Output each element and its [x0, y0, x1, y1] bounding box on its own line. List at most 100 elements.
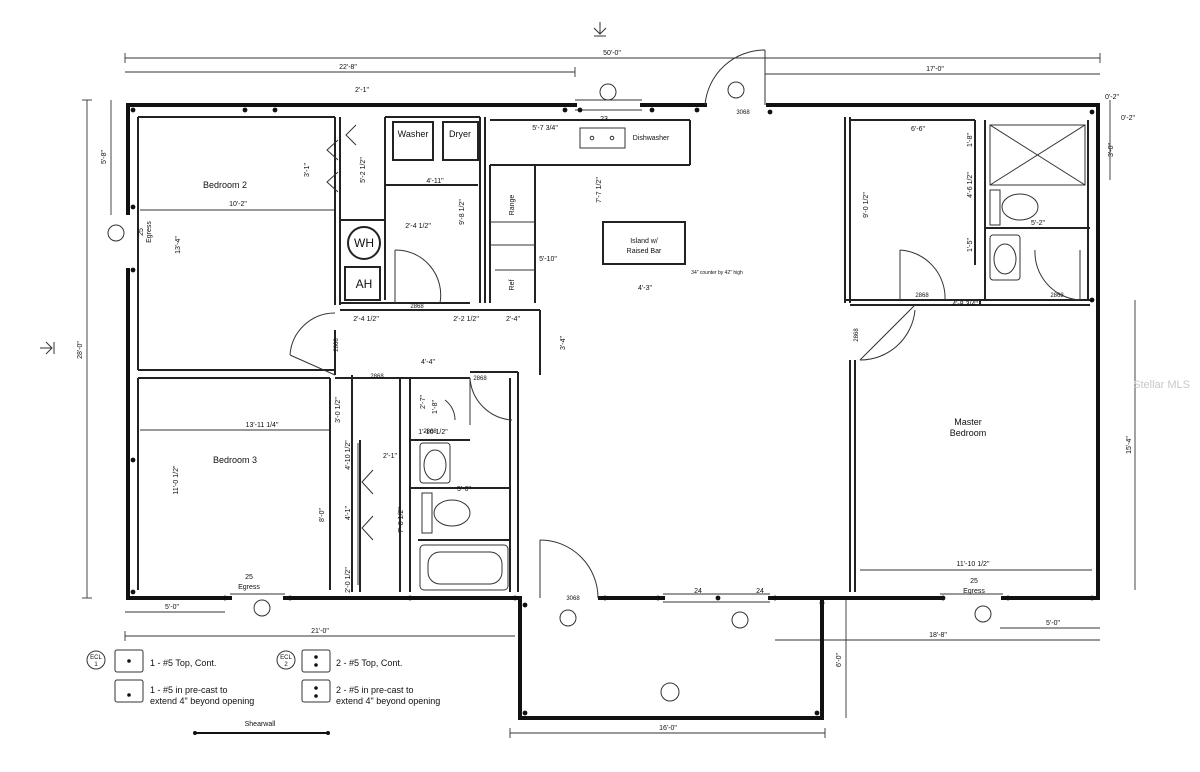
legend: ECL 1 1 - #5 Top, Cont. 1 - #5 in pre-ca…	[86, 649, 440, 735]
svg-text:2868: 2868	[423, 429, 437, 435]
label-ah: AH	[356, 277, 373, 291]
room-label-master-1: Master	[954, 417, 982, 427]
svg-text:25: 25	[245, 574, 253, 581]
svg-text:16'-0": 16'-0"	[659, 725, 677, 732]
svg-text:ECL: ECL	[280, 655, 292, 661]
svg-text:Egress: Egress	[963, 588, 985, 595]
svg-text:7'-8 1/2": 7'-8 1/2"	[398, 507, 405, 533]
legend-item-2b: extend 4" beyond opening	[150, 696, 254, 706]
svg-text:15'-4": 15'-4"	[1126, 436, 1133, 454]
door-tags: 2868 2868 2868 2868 2868 2868 2868 2868 …	[334, 110, 1064, 602]
svg-text:4'-8 3/4": 4'-8 3/4"	[952, 301, 978, 308]
svg-text:2'-4 1/2": 2'-4 1/2"	[353, 316, 379, 323]
svg-text:25: 25	[970, 578, 978, 585]
svg-text:2868: 2868	[1050, 293, 1064, 299]
svg-text:2868: 2868	[854, 328, 860, 342]
legend-item-3: 2 - #5 Top, Cont.	[336, 658, 402, 668]
svg-text:5'-10": 5'-10"	[539, 256, 557, 263]
svg-text:0'-2": 0'-2"	[1121, 115, 1135, 122]
legend-shearwall-label: Shearwall	[245, 721, 276, 728]
svg-text:Egress: Egress	[146, 221, 153, 243]
svg-text:5'-0": 5'-0"	[457, 486, 471, 493]
svg-text:13'-11 1/4": 13'-11 1/4"	[246, 422, 279, 429]
svg-text:3'-0": 3'-0"	[1108, 143, 1115, 157]
interior-walls	[137, 116, 1090, 592]
ecl-markers	[107, 81, 992, 702]
dimension-labels: 50'-0" 22'-8" 17'-0" 28'-0" 5'-8" 21'-0"…	[77, 50, 1135, 732]
svg-text:5'-0": 5'-0"	[165, 604, 179, 611]
svg-text:5'-7 3/4": 5'-7 3/4"	[532, 125, 558, 132]
svg-text:2868: 2868	[370, 374, 384, 380]
door-swings	[289, 49, 1081, 599]
svg-text:4'-6 1/2": 4'-6 1/2"	[967, 172, 974, 198]
svg-text:24: 24	[694, 588, 702, 595]
bathroom-fixtures	[419, 124, 1086, 591]
label-island-note: 34" counter by 42" high	[691, 270, 743, 276]
svg-text:10'-2": 10'-2"	[229, 201, 247, 208]
svg-text:2: 2	[284, 662, 288, 668]
svg-text:18'-8": 18'-8"	[929, 632, 947, 639]
svg-text:0'-2": 0'-2"	[1105, 94, 1119, 101]
svg-text:9'-8 1/2": 9'-8 1/2"	[459, 199, 466, 225]
north-arrow-icon	[40, 22, 607, 355]
svg-text:50'-0": 50'-0"	[603, 50, 621, 57]
svg-text:13'-4": 13'-4"	[175, 236, 182, 254]
svg-text:2868: 2868	[334, 338, 340, 352]
legend-item-4a: 2 - #5 in pre-cast to	[336, 685, 414, 695]
svg-text:5'-2 1/2": 5'-2 1/2"	[360, 157, 367, 183]
svg-text:4'-11": 4'-11"	[426, 178, 444, 185]
label-ref: Ref	[509, 280, 516, 291]
svg-text:2'-7": 2'-7"	[420, 395, 427, 409]
svg-text:2868: 2868	[410, 304, 424, 310]
svg-text:5'-8": 5'-8"	[101, 150, 108, 164]
svg-text:Egress: Egress	[238, 584, 260, 591]
svg-text:2'-2 1/2": 2'-2 1/2"	[453, 316, 479, 323]
svg-text:3'-0 1/2": 3'-0 1/2"	[335, 397, 342, 423]
exterior-walls	[126, 99, 1100, 720]
svg-text:2868: 2868	[915, 293, 929, 299]
svg-text:1'-8": 1'-8"	[432, 400, 439, 414]
svg-text:5'-2": 5'-2"	[1031, 220, 1045, 227]
room-label-bedroom-3: Bedroom 3	[213, 455, 257, 465]
room-labels: Bedroom 2 Bedroom 3 Master Bedroom	[203, 180, 986, 465]
legend-item-4b: extend 4" beyond opening	[336, 696, 440, 706]
svg-text:2'-1": 2'-1"	[355, 87, 369, 94]
svg-text:3068: 3068	[736, 110, 750, 116]
label-range: Range	[509, 195, 516, 216]
svg-text:28'-0": 28'-0"	[77, 341, 84, 359]
label-washer: Washer	[398, 129, 429, 139]
svg-text:5'-0": 5'-0"	[1046, 620, 1060, 627]
svg-text:4'-3": 4'-3"	[638, 285, 652, 292]
fixture-labels: Washer Dryer WH AH Range Ref Dishwasher …	[354, 129, 743, 291]
wall-markers	[130, 107, 1095, 716]
legend-item-2a: 1 - #5 in pre-cast to	[150, 685, 228, 695]
svg-text:25: 25	[138, 228, 145, 236]
svg-text:3'-1": 3'-1"	[304, 163, 311, 177]
svg-text:1'-5": 1'-5"	[967, 238, 974, 252]
svg-text:9'-0 1/2": 9'-0 1/2"	[863, 192, 870, 218]
svg-text:2'-0 1/2": 2'-0 1/2"	[345, 567, 352, 593]
label-island-2: Raised Bar	[627, 248, 662, 255]
appliances	[344, 121, 626, 301]
watermark: Stellar MLS	[1133, 379, 1190, 391]
svg-text:2868: 2868	[473, 376, 487, 382]
svg-text:3'-4": 3'-4"	[560, 336, 567, 350]
svg-text:17'-0": 17'-0"	[926, 66, 944, 73]
svg-text:24: 24	[756, 588, 764, 595]
svg-text:11'-10 1/2": 11'-10 1/2"	[957, 561, 990, 568]
label-dishwasher: Dishwasher	[633, 135, 670, 142]
svg-text:1: 1	[94, 662, 98, 668]
svg-text:8'-0": 8'-0"	[319, 508, 326, 522]
svg-text:21'-0": 21'-0"	[311, 628, 329, 635]
label-island-1: Island w/	[630, 238, 658, 245]
svg-text:3068: 3068	[566, 596, 580, 602]
dimension-lines	[82, 53, 1136, 738]
label-wh: WH	[354, 236, 374, 250]
svg-text:4'-4": 4'-4"	[421, 359, 435, 366]
svg-text:1'-10 1/2": 1'-10 1/2"	[418, 429, 448, 436]
window-tags: 23 24 24 25 25 25 Egress Egress Egress	[138, 116, 985, 595]
svg-text:2'-4": 2'-4"	[506, 316, 520, 323]
room-label-master-2: Bedroom	[950, 428, 987, 438]
room-label-bedroom-2: Bedroom 2	[203, 180, 247, 190]
